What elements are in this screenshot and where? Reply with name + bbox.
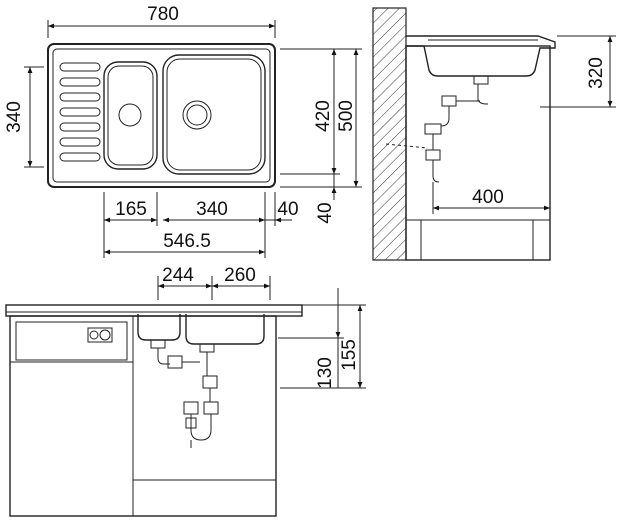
sink-outline <box>47 43 276 188</box>
worktop <box>5 304 303 317</box>
dim-overall-depth: 500 <box>336 100 357 132</box>
front-small-bowl <box>137 314 181 341</box>
dim-side-bowl-depth: 320 <box>586 57 607 89</box>
dim-bowl-spacing-right: 260 <box>224 265 256 286</box>
dim-right-margin: 40 <box>277 199 298 220</box>
small-bowl-drain <box>118 103 142 127</box>
wall <box>372 7 407 261</box>
dim-drainer-width: 340 <box>4 101 25 133</box>
dim-overall-width: 780 <box>147 4 179 25</box>
dim-total-span: 546.5 <box>163 231 211 252</box>
siphon <box>385 75 489 183</box>
main-bowl-drain <box>182 100 212 130</box>
side-view: 320 400 <box>372 7 616 261</box>
main-bowl <box>162 54 266 175</box>
top-view: 780 340 420 500 40 165 340 40 546.5 <box>4 4 362 258</box>
front-siphon <box>150 339 219 448</box>
dim-front-offset: 40 <box>315 202 336 223</box>
cabinet <box>405 45 551 261</box>
dim-install-height-1: 130 <box>315 357 336 389</box>
small-bowl <box>103 61 158 170</box>
dim-bowl-depth: 420 <box>313 100 334 132</box>
dim-main-bowl-width: 340 <box>196 199 228 220</box>
dim-drainer-left: 165 <box>115 199 147 220</box>
drainer-ribs <box>59 62 101 162</box>
dim-drain-offset: 400 <box>472 187 504 208</box>
front-view: 244 260 130 155 <box>5 265 366 517</box>
socket-plate <box>87 327 113 343</box>
front-cabinet <box>9 315 277 517</box>
sink-section <box>406 35 556 77</box>
dim-bowl-spacing-left: 244 <box>162 265 194 286</box>
sink-inner-rim <box>52 48 271 183</box>
front-main-bowl <box>185 314 265 345</box>
dim-install-height-2: 155 <box>339 339 360 371</box>
left-drawer <box>15 321 128 361</box>
